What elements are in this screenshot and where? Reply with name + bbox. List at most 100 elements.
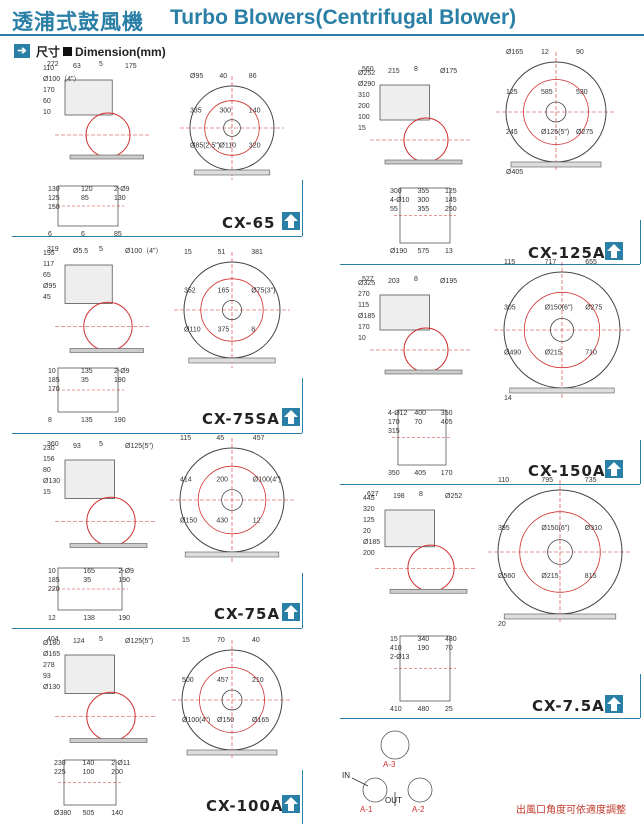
dimension-value: Ø150	[217, 717, 234, 724]
angle-label-out: OUT	[385, 796, 402, 805]
dimension-value: 340	[418, 636, 430, 643]
dimension-value: 272	[47, 61, 59, 68]
dimension-value: Ø405	[506, 169, 523, 176]
model-label: CX-7.5A	[532, 697, 605, 715]
dimension-value: 395	[498, 525, 510, 532]
dimension-value: 405	[441, 419, 453, 426]
dimension-value: 130	[114, 195, 126, 202]
model-label: CX-150A	[528, 462, 606, 480]
dimension-value: 2-Ø13	[390, 654, 410, 661]
dimension-value: Ø85(2.5")	[190, 142, 220, 149]
dimension-value: 140	[111, 810, 123, 817]
dimension-value: 5	[99, 61, 103, 68]
dimension-value: 10	[48, 368, 56, 375]
front-base	[509, 387, 615, 394]
dimension-value: Ø100（4"）	[125, 247, 163, 255]
dimension-value: 70	[217, 637, 225, 644]
dimension-value: Ø150	[180, 518, 197, 525]
dimension-value: 40	[219, 73, 227, 80]
base-plate	[69, 154, 144, 160]
dimension-value: Ø185	[363, 539, 380, 546]
arrow-up-icon	[605, 460, 623, 478]
dimension-value: 8	[419, 491, 423, 498]
dimension-value: Ø195	[440, 278, 457, 285]
dimension-value: Ø95	[190, 73, 203, 80]
dimension-value: Ø185	[358, 313, 375, 320]
dimension-value: 190	[114, 377, 126, 384]
dimension-value: 60	[43, 98, 51, 105]
separator	[302, 378, 303, 433]
dimension-value: 125	[48, 195, 60, 202]
dimension-value: 13	[445, 248, 453, 255]
dimension-value: 35	[81, 377, 89, 384]
angle-diagram	[351, 730, 433, 806]
dimension-value: 70	[414, 419, 422, 426]
dimension-value: Ø130	[43, 684, 60, 691]
dimension-value: 40	[252, 637, 260, 644]
dimension-value: 8	[251, 326, 255, 333]
dimension-value: 45	[43, 294, 51, 301]
base-plate	[384, 369, 463, 375]
dimension-value: Ø560	[498, 573, 515, 580]
dimension-value: 575	[418, 248, 430, 255]
separator	[640, 674, 641, 718]
dimension-value: 120	[81, 186, 93, 193]
dimension-value: Ø190	[390, 248, 407, 255]
separator	[12, 433, 302, 434]
dimension-value: 6	[81, 231, 85, 238]
dimension-value: 215	[388, 68, 400, 75]
dimension-value: 185	[48, 377, 60, 384]
dimension-value: 210	[252, 677, 264, 684]
dimension-value: Ø175	[440, 68, 457, 75]
dimension-value: Ø180	[43, 640, 60, 647]
motor-body	[64, 654, 115, 694]
dimension-value: 505	[83, 810, 95, 817]
dimension-value: 10	[43, 109, 51, 116]
model-label: CX-125A	[528, 244, 606, 262]
dimension-value: Ø290	[358, 81, 375, 88]
dimension-value: 400	[414, 410, 426, 417]
dimension-value: 220	[48, 586, 60, 593]
dimension-value: 150	[48, 204, 60, 211]
dimension-value: 65	[43, 272, 51, 279]
base-plate	[69, 543, 148, 548]
dimension-value: 165	[83, 568, 95, 575]
dimension-value: 20	[498, 621, 506, 628]
dimension-value: Ø252	[445, 493, 462, 500]
separator	[640, 220, 641, 264]
dimension-value: 430	[216, 518, 228, 525]
dimension-value: 170	[48, 386, 60, 393]
separator	[12, 236, 302, 237]
title-english: Turbo Blowers(Centrifugal Blower)	[170, 6, 517, 29]
dimension-value: 110	[498, 477, 509, 484]
dimension-value: Ø125(5")	[125, 638, 153, 645]
dimension-value: 93	[73, 443, 81, 450]
dimension-value: 190	[118, 577, 130, 584]
dimension-value: 305	[504, 304, 516, 311]
dimension-value: 93	[43, 673, 51, 680]
dimension-value: 655	[585, 259, 597, 266]
dimension-value: 200	[216, 476, 228, 483]
dimension-value: 717	[545, 259, 557, 266]
dimension-value: Ø110	[184, 326, 201, 333]
dimension-value: Ø252	[358, 70, 375, 77]
separator	[340, 484, 640, 485]
dimension-value: 190	[118, 615, 130, 622]
dimension-value: 15	[184, 249, 192, 256]
dimension-value: Ø215	[545, 350, 562, 357]
dimension-value: 445	[363, 495, 375, 502]
dimension-value: 115	[504, 259, 515, 266]
dimension-value: 381	[251, 249, 263, 256]
dimension-value: 185	[48, 577, 60, 584]
front-base	[503, 613, 617, 620]
dimension-value: 300	[219, 108, 231, 115]
dimension-value: 320	[249, 142, 261, 149]
dimension-value: 795	[541, 477, 553, 484]
dimension-value: 6	[48, 231, 52, 238]
dimension-value: 585	[541, 89, 553, 96]
dimension-value: Ø490	[504, 350, 521, 357]
